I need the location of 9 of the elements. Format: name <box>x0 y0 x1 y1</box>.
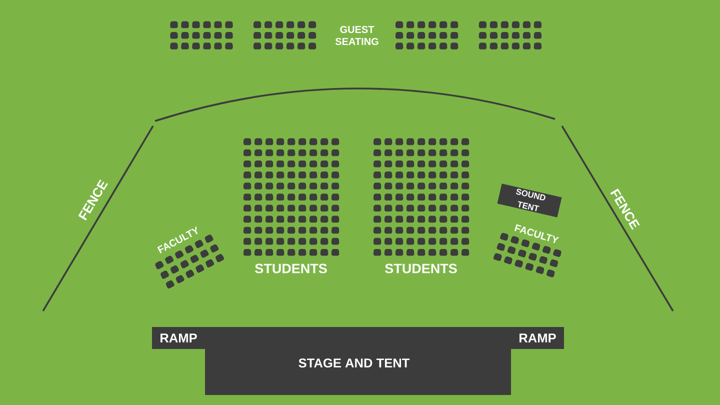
stage: STAGE AND TENT <box>205 327 511 395</box>
area-label: GUEST SEATING <box>335 26 378 46</box>
area-label: STUDENTS <box>385 264 457 274</box>
node-label: RAMP <box>520 334 556 342</box>
ramp: RAMP <box>511 327 564 349</box>
sound-tent: SOUND TENT <box>497 184 562 218</box>
ramp: RAMP <box>152 327 205 349</box>
area-label: STUDENTS <box>255 264 327 274</box>
node-label: RAMP <box>160 334 197 342</box>
